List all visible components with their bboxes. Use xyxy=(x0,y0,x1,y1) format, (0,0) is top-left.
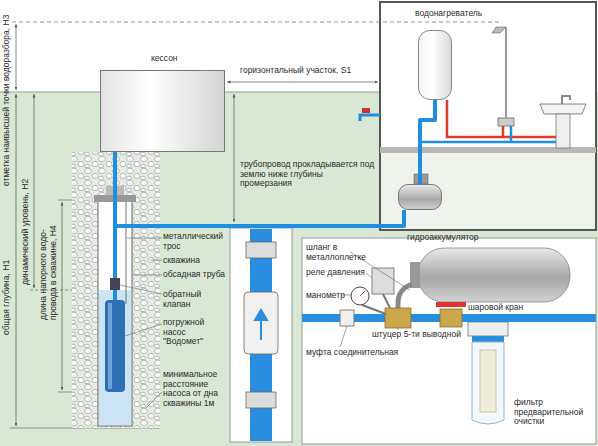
part-label: штуцер 5-ти выводной xyxy=(372,330,467,340)
dimension-line xyxy=(16,24,17,90)
fitting-stem xyxy=(383,294,390,308)
part-label: обсадная труба xyxy=(163,270,227,280)
dimension-line xyxy=(16,94,17,426)
water-pipe xyxy=(115,152,404,226)
pressure-switch xyxy=(372,268,394,294)
well-head xyxy=(106,186,124,195)
leader-line xyxy=(120,285,162,294)
node-label: гидроаккумулятор xyxy=(407,233,479,243)
filter-head xyxy=(468,322,508,336)
filter-cartridge xyxy=(480,350,496,412)
leader-line xyxy=(127,238,162,239)
check-valve xyxy=(110,278,120,290)
part-label: минимальное расстояние насоса от дна скв… xyxy=(163,370,227,408)
filter-bowl xyxy=(472,342,504,424)
steel-cable xyxy=(126,202,127,304)
pump-highlight xyxy=(108,303,112,389)
fitting-stem xyxy=(362,305,386,314)
sink-faucet xyxy=(562,96,570,104)
pressure-gauge xyxy=(351,287,369,305)
five-way-fitting xyxy=(385,308,411,328)
dimension-label: отметка наивысшей точки водоразбора, Н3 xyxy=(2,10,12,186)
filter-outline xyxy=(466,322,510,428)
well-water xyxy=(99,290,131,425)
leader-line xyxy=(150,260,162,261)
valve-handle xyxy=(436,302,466,307)
node-label: фильтр предварительной очистки xyxy=(514,398,588,427)
casing-pipe xyxy=(98,200,132,426)
ball-valve xyxy=(440,309,462,327)
coupling xyxy=(340,310,354,326)
water-pipe xyxy=(420,100,435,184)
sink-pedestal xyxy=(556,114,570,148)
filter-ring xyxy=(472,336,504,342)
dimension-line xyxy=(62,202,63,390)
level-line xyxy=(12,22,500,23)
accumulator-tank xyxy=(418,248,570,302)
node-label: водонагреватель xyxy=(415,9,482,19)
part-label: металлический трос xyxy=(163,232,227,251)
part-label: реле давления xyxy=(306,268,372,278)
dimension-label: горизонтальный участок, S1 xyxy=(240,66,376,76)
tap-handle xyxy=(362,108,370,113)
leader-line xyxy=(132,275,162,276)
part-label: манометр xyxy=(306,291,351,301)
dimension-label: общая глубина, Н1 xyxy=(2,235,12,335)
leader-line xyxy=(146,392,162,408)
gauge-needle xyxy=(360,291,365,296)
borehole-gravel xyxy=(72,152,160,428)
inset-coupling xyxy=(246,392,276,408)
dimension-label: длина напорного водо- провода в скважине… xyxy=(39,216,58,320)
house-basement xyxy=(380,150,596,230)
note-label: трубопровод прокладывается под землю ниж… xyxy=(240,160,376,189)
shower-mixer xyxy=(498,118,514,126)
sink-basin xyxy=(540,104,586,114)
part-label: скважина xyxy=(163,256,227,266)
shower-head xyxy=(492,27,506,33)
shower-pipe xyxy=(505,27,507,118)
inset-frame xyxy=(230,228,292,442)
caisson-box: кессон xyxy=(100,70,225,152)
tap-pipe xyxy=(360,115,380,121)
node-label: кессон xyxy=(151,54,178,64)
cold-pipe xyxy=(420,112,566,142)
dimension-line xyxy=(227,82,378,83)
leader-line xyxy=(125,324,162,336)
part-label: погружной насос "Водомет" xyxy=(163,318,227,347)
submersible-pump xyxy=(105,300,125,392)
hot-pipe xyxy=(502,126,505,137)
inset-frame xyxy=(302,238,596,444)
braided-hose xyxy=(398,284,412,310)
inset-coupling xyxy=(246,242,276,258)
house-room xyxy=(380,2,596,150)
pressure-tank: гидроаккумулятор xyxy=(398,184,442,210)
part-label: шаровой кран xyxy=(468,303,538,313)
part-label: обратный клапан xyxy=(163,290,227,309)
flow-arrow xyxy=(255,310,267,340)
leader-line xyxy=(340,326,347,347)
dimension-line xyxy=(34,94,35,288)
pressure-switch xyxy=(414,174,428,184)
dimension-label: динамический уровень, Н2 xyxy=(21,155,31,285)
water-heater: водонагреватель xyxy=(418,30,452,100)
part-label: муфта соединительная xyxy=(306,348,416,358)
part-label: шланг в металлоплетке xyxy=(306,243,372,262)
inset-valve-body xyxy=(244,292,278,354)
leader-line xyxy=(366,273,372,278)
prefilter: фильтр предварительной очистки xyxy=(466,322,510,428)
dimension-line xyxy=(234,94,235,222)
cold-pipe xyxy=(510,126,513,142)
